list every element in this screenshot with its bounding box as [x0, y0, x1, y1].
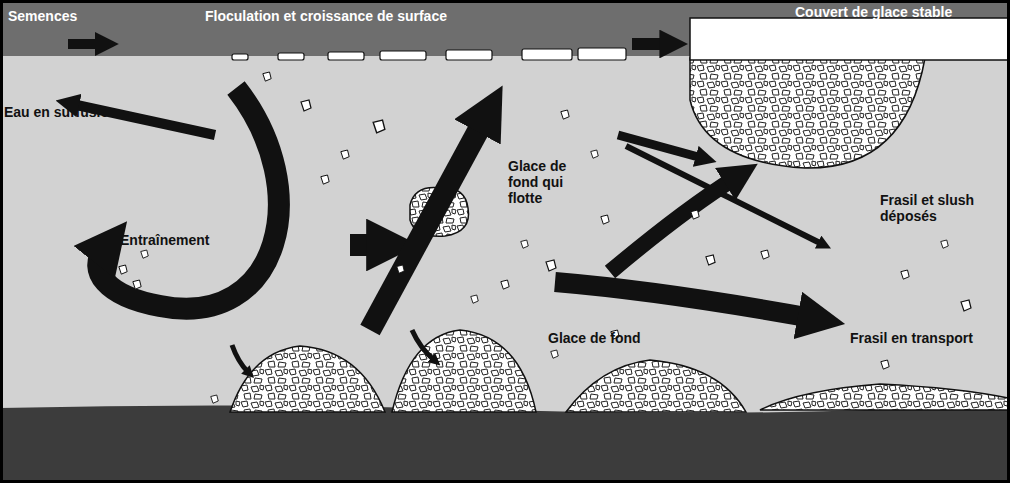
text-label: Glace de fond qui flotte	[508, 158, 600, 206]
river-bed	[0, 404, 1010, 483]
frazil-fragments	[119, 72, 971, 403]
flow-arrows	[68, 44, 822, 372]
text-label: Semences	[8, 8, 128, 24]
surface-floes	[232, 48, 626, 60]
deposited-frazil	[690, 58, 925, 168]
text-label: Frasil et slush déposés	[880, 192, 990, 224]
text-label: Couvert de glace stable	[795, 4, 995, 20]
text-label: Glace de fond	[548, 330, 668, 346]
text-label: Eau en surfusion	[4, 104, 144, 120]
text-label: Entraînement	[120, 232, 240, 248]
text-label: Frasil en transport	[850, 330, 1000, 346]
ice-cover	[690, 18, 1008, 60]
anchor-ice-piles	[230, 330, 1008, 412]
text-label: Floculation et croissance de surface	[205, 8, 505, 24]
